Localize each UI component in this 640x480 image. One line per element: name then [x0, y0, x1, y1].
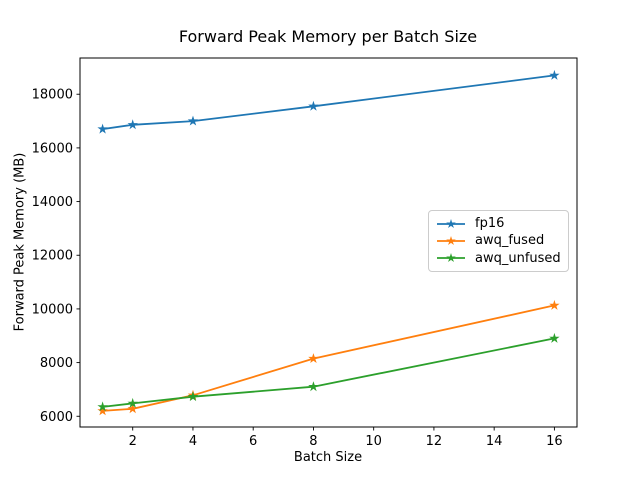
legend-sample-star-icon: [446, 253, 456, 263]
data-point-fp16-x8: [308, 100, 319, 111]
y-tick-label: 6000: [40, 410, 73, 425]
x-tick-label: 10: [365, 434, 382, 449]
data-point-fp16-x2: [127, 119, 138, 130]
legend-item-fp16: fp16: [436, 215, 560, 232]
chart-title: Forward Peak Memory per Batch Size: [178, 27, 478, 46]
legend-sample-star-icon: [446, 218, 456, 228]
legend-line-sample: [437, 218, 465, 228]
series-line-awq_unfused: [102, 337, 555, 408]
y-tick-label: 10000: [32, 302, 73, 317]
data-point-awq_unfused-x8: [308, 381, 319, 392]
x-tick-label: 4: [189, 434, 197, 449]
data-point-awq_unfused-x16: [549, 332, 560, 343]
y-tick-label: 16000: [32, 141, 73, 156]
data-point-awq_fused-x16: [549, 299, 560, 310]
data-point-awq_unfused-x2: [127, 397, 138, 408]
plot-border: [79, 57, 578, 428]
series-line-awq_fused: [102, 304, 555, 412]
data-point-awq_unfused-x1: [97, 401, 108, 412]
legend-label: awq_unfused: [475, 250, 561, 266]
y-tick-label: 14000: [32, 195, 73, 210]
legend-sample-star-icon: [446, 235, 456, 245]
y-tick-label: 8000: [40, 356, 73, 371]
legend-item-awq_unfused: awq_unfused: [436, 250, 561, 267]
x-tick-label: 16: [546, 434, 563, 449]
data-point-fp16-x16: [549, 69, 560, 80]
legend-item-awq_fused: awq_fused: [436, 232, 560, 249]
x-tick-label: 2: [129, 434, 137, 449]
y-tick-label: 12000: [32, 249, 73, 264]
x-tick-label: 8: [309, 434, 317, 449]
x-tick-label: 12: [426, 434, 443, 449]
legend-line-sample: [437, 235, 465, 245]
data-point-awq_fused-x2: [127, 403, 138, 414]
x-tick-label: 6: [249, 434, 257, 449]
series-line-fp16: [102, 74, 555, 130]
legend-line-sample: [437, 253, 465, 263]
legend-label: fp16: [475, 216, 505, 232]
x-axis-label: Batch Size: [293, 450, 363, 465]
y-tick-label: 18000: [32, 88, 73, 103]
data-point-awq_unfused-x4: [187, 391, 199, 402]
data-point-fp16-x4: [187, 115, 199, 126]
data-point-fp16-x1: [97, 123, 108, 134]
x-tick-label: 14: [486, 434, 503, 449]
data-point-awq_fused-x8: [308, 353, 319, 363]
legend-label: awq_fused: [475, 233, 545, 249]
data-point-awq_fused-x1: [97, 405, 108, 416]
